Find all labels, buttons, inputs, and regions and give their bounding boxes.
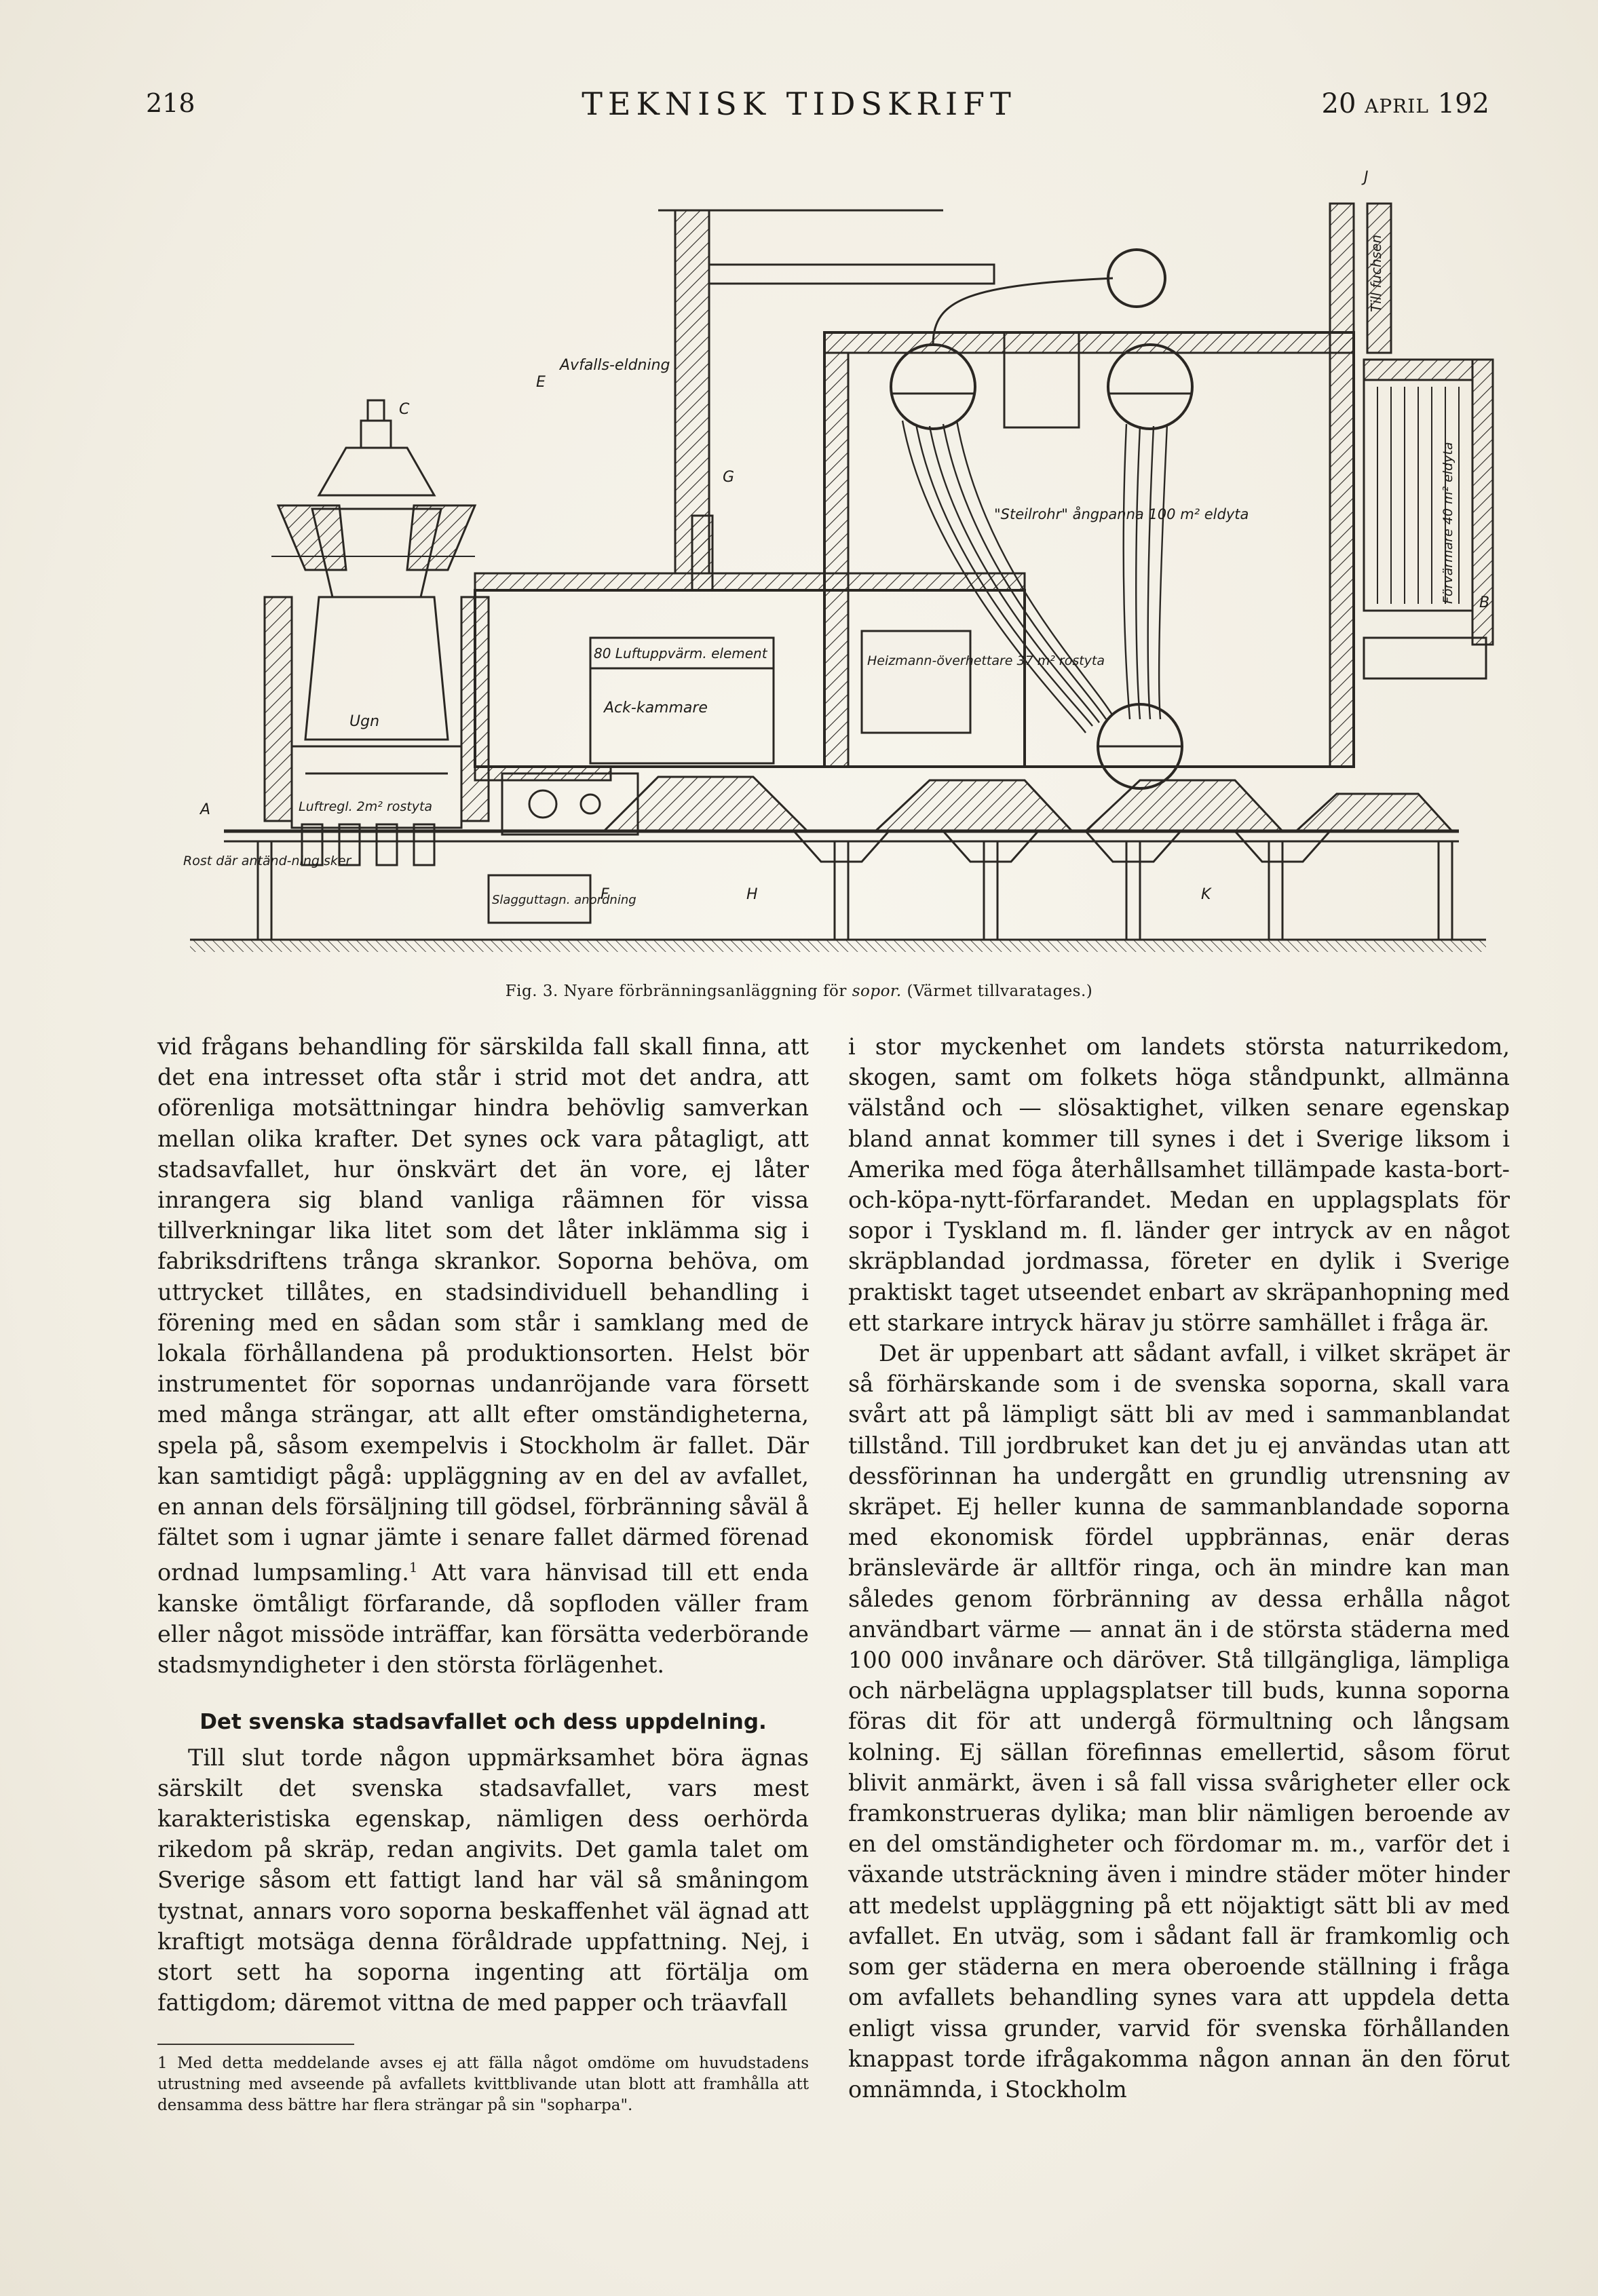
issue-day: 20 — [1321, 88, 1356, 119]
section-heading: Det svenska stadsavfallet och dess uppde… — [199, 1710, 767, 1735]
label-j: J — [1361, 169, 1369, 186]
label-luftregl: Luftregl. 2m² rostyta — [299, 799, 432, 814]
footnote: 1 Med detta meddelande avses ej att fäll… — [157, 2054, 809, 2115]
left-paragraph-1: vid frågans behandling för särskilda fal… — [157, 1031, 809, 1680]
incinerator-plant-drawing: C E Avfalls-eldning G J Till fuchsen "St… — [183, 169, 1494, 952]
issue-date: 20 APRIL 192 — [1322, 88, 1490, 136]
label-g: G — [723, 469, 734, 486]
label-h: H — [746, 886, 758, 903]
label-b: B — [1479, 594, 1489, 611]
left-p1-end: Att vara hänvisad till ett enda kanske ö… — [157, 1559, 809, 1679]
label-a: A — [199, 801, 210, 818]
figure-caption: Fig. 3. Nyare förbränningsanläggning för… — [0, 982, 1598, 1000]
label-slagg: Slagguttagn. anordning — [492, 893, 636, 907]
left-paragraph-2: Till slut torde någon uppmärksamhet böra… — [157, 1744, 809, 2016]
furnace-hood — [317, 446, 436, 497]
footnote-ref: 1 — [408, 1559, 418, 1576]
label-preheater: Förvärmare 40 m² eldyta — [1441, 442, 1456, 604]
label-rost: Rost där antänd-ning sker — [183, 854, 352, 868]
page-number: 218 — [146, 88, 195, 118]
footnote-rule — [157, 2044, 354, 2046]
right-paragraph-1: i stor myckenhet om landets största natu… — [848, 1033, 1510, 1336]
right-paragraph-2: Det är uppenbart att sådant avfall, i vi… — [848, 1340, 1510, 2103]
caption-italic: sopor. — [852, 982, 902, 1000]
issue-year: 192 — [1437, 88, 1489, 119]
label-ack-kammare: Ack-kammare — [603, 700, 708, 716]
label-heizmann: Heizmann-överhettare 37 m² rostyta — [867, 653, 1105, 668]
label-avfalls-eldning: Avfalls-eldning — [558, 357, 670, 374]
journal-title: TEKNISK TIDSKRIFT — [582, 85, 1016, 122]
label-luftuppvarm: 80 Luftuppvärm. element — [594, 645, 768, 662]
upper-drum-right — [1107, 343, 1194, 430]
label-ugn: Ugn — [349, 713, 379, 730]
issue-month: APRIL — [1365, 95, 1429, 117]
label-e: E — [536, 374, 546, 391]
caption-suffix: (Värmet tillvaratages.) — [901, 982, 1093, 1000]
label-steilrohr: "Steilrohr" ångpanna 100 m² eldyta — [994, 505, 1249, 522]
steam-dome — [1107, 248, 1166, 308]
label-k: K — [1201, 886, 1212, 903]
upper-drum-left — [890, 343, 976, 430]
caption-prefix: Fig. 3. Nyare förbränningsanläggning för — [505, 982, 852, 1000]
label-f: F — [601, 886, 609, 903]
left-p1-text: vid frågans behandling för särskilda fal… — [157, 1033, 809, 1586]
label-till-fuchsen: Till fuchsen — [1368, 235, 1384, 312]
right-column: i stor myckenhet om landets största natu… — [848, 1031, 1510, 2105]
label-c: C — [399, 401, 410, 418]
left-column: vid frågans behandling för särskilda fal… — [157, 1031, 809, 2116]
